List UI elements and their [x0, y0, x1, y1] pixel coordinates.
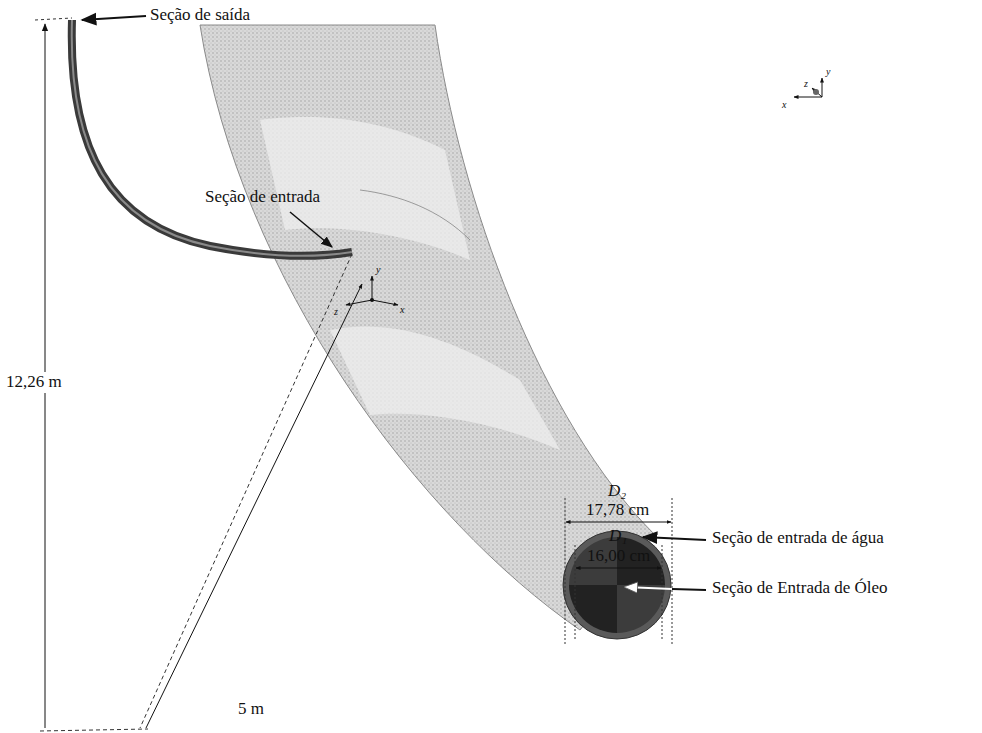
riser-pipe-shade	[72, 20, 352, 256]
oil-inlet-sector	[569, 585, 617, 633]
pipe-highlight	[330, 327, 560, 450]
oil-inlet-sector	[617, 585, 665, 633]
axis-origin	[813, 89, 819, 95]
dimension-label: 12,26 m	[4, 372, 64, 393]
callout-label: Seção de entrada	[205, 188, 320, 207]
riser-pipe	[72, 20, 352, 256]
extension-line	[40, 729, 148, 731]
diameter-guides	[565, 498, 672, 645]
axis-label: z	[334, 306, 338, 317]
axis-label: z	[804, 78, 808, 89]
axis-triad	[794, 78, 822, 97]
axis-label: y	[376, 264, 380, 275]
leader-arrow	[643, 537, 706, 540]
leader-arrow	[290, 212, 332, 247]
axis-label: y	[826, 66, 830, 77]
axis-triad	[346, 276, 398, 305]
dimension-symbol: D₁	[609, 527, 627, 546]
dimension-symbol: D₂	[608, 482, 626, 501]
dimension-label: 16,00 cm	[587, 547, 650, 566]
dimension-line	[566, 522, 671, 523]
dimension-line	[146, 284, 362, 728]
dimension-label: 17,78 cm	[586, 501, 649, 520]
pipe-body	[200, 25, 655, 630]
leader-arrow	[625, 587, 672, 589]
callout-label: Seção de Entrada de Óleo	[712, 579, 888, 598]
extension-line	[140, 254, 352, 728]
callout-label: Seção de saída	[150, 6, 250, 25]
water-inlet-ring	[563, 531, 671, 639]
axis-label: x	[400, 304, 404, 315]
extension-line	[35, 18, 72, 20]
leader-arrow	[672, 589, 706, 590]
dimension-label: 5 m	[238, 700, 264, 719]
callout-label: Seção de entrada de água	[712, 529, 884, 548]
dimension-line	[576, 568, 661, 569]
leader-arrow	[82, 16, 146, 20]
axis-origin	[370, 298, 374, 302]
pipe-texture	[360, 190, 470, 240]
axis-label: x	[782, 99, 786, 110]
